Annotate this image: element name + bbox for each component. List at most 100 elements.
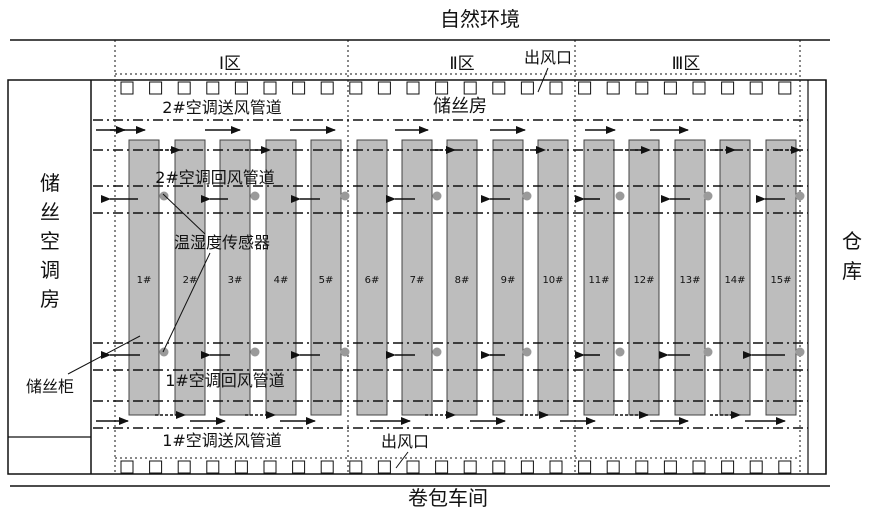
vent-square-bottom <box>606 460 620 474</box>
vent-square-top <box>520 81 534 95</box>
vent-square-top <box>692 81 706 95</box>
vent-square-bottom <box>663 460 677 474</box>
vent-square-top <box>635 81 649 95</box>
cabinet-label: 储丝柜 <box>26 377 74 396</box>
sensor-leader-lower <box>162 252 211 353</box>
outlet-label-top: 出风口 <box>524 48 572 67</box>
vent-square-top <box>549 81 563 95</box>
vent-square-top <box>778 81 792 95</box>
vent-square-bottom <box>520 460 534 474</box>
sensor-dot <box>340 347 350 357</box>
duct-label-return-2: 2#空调回风管道 <box>155 168 275 187</box>
cabinet-number-label: 4# <box>274 275 289 286</box>
duct-label-supply-1: 1#空调送风管道 <box>162 431 282 450</box>
vent-square-bottom <box>721 460 735 474</box>
sensor-dot <box>250 347 260 357</box>
vent-square-bottom <box>406 460 420 474</box>
vent-square-top <box>606 81 620 95</box>
duct-label-supply-2: 2#空调送风管道 <box>162 98 282 117</box>
right-room-char-1: 仓 <box>842 229 862 253</box>
sensor-dot <box>703 191 713 201</box>
vent-square-bottom <box>292 460 306 474</box>
vent-square-bottom <box>635 460 649 474</box>
cabinet-number-label: 8# <box>455 275 470 286</box>
vent-square-top <box>406 81 420 95</box>
sensor-leader-upper <box>162 193 206 235</box>
cabinet-number-label: 12# <box>633 275 654 286</box>
sensor-dot <box>522 191 532 201</box>
vent-square-bottom <box>320 460 334 474</box>
vent-square-bottom <box>263 460 277 474</box>
sensor-dot <box>615 191 625 201</box>
vent-square-bottom <box>435 460 449 474</box>
zone-label-3: Ⅲ区 <box>672 54 701 74</box>
vent-square-bottom <box>377 460 391 474</box>
vent-square-bottom <box>120 460 134 474</box>
sensor-dot <box>432 191 442 201</box>
right-room-char-2: 库 <box>842 259 862 283</box>
duct-lines <box>93 119 808 429</box>
sensor-dot <box>159 347 169 357</box>
cabinet-number-label: 13# <box>679 275 700 286</box>
vent-square-top <box>663 81 677 95</box>
vent-square-top <box>749 81 763 95</box>
sensor-dot <box>432 347 442 357</box>
vent-square-top <box>234 81 248 95</box>
sensor-dot <box>522 347 532 357</box>
vent-square-top <box>177 81 191 95</box>
left-room-char-5: 房 <box>40 287 60 311</box>
zone-label-1: Ⅰ区 <box>219 54 241 74</box>
vent-square-top <box>578 81 592 95</box>
outlet-label-bottom: 出风口 <box>381 432 429 451</box>
sensor-dot <box>795 347 805 357</box>
vent-square-top <box>721 81 735 95</box>
vent-square-top <box>120 81 134 95</box>
cabinet-number-label: 7# <box>410 275 425 286</box>
airflow-arrows <box>96 126 801 425</box>
cabinet-number-label: 14# <box>724 275 745 286</box>
vent-square-bottom <box>692 460 706 474</box>
vent-square-bottom <box>578 460 592 474</box>
outlet-leader-top <box>537 67 549 93</box>
zone-label-2: Ⅱ区 <box>449 54 474 74</box>
vent-square-top <box>492 81 506 95</box>
vent-square-bottom <box>492 460 506 474</box>
outlet-leader-bottom <box>395 451 409 469</box>
cabinet-number-label: 10# <box>542 275 563 286</box>
sensor-label: 温湿度传感器 <box>174 233 270 252</box>
storage-room-label: 储丝房 <box>433 96 487 117</box>
vent-square-bottom <box>234 460 248 474</box>
sensor-dot <box>615 347 625 357</box>
cabinet-number-label: 2# <box>183 275 198 286</box>
cabinet-leader <box>67 335 141 375</box>
sensor-dot <box>159 191 169 201</box>
cabinet-number-label: 15# <box>770 275 791 286</box>
vent-square-top <box>435 81 449 95</box>
top-label-natural-environment: 自然环境 <box>440 7 520 31</box>
vent-square-top <box>320 81 334 95</box>
cabinet-number-label: 11# <box>588 275 609 286</box>
vent-square-top <box>206 81 220 95</box>
sensor-dots <box>159 191 805 357</box>
vent-square-bottom <box>549 460 563 474</box>
vents-bottom-row <box>120 460 792 474</box>
sensor-dot <box>703 347 713 357</box>
cabinet-number-label: 6# <box>365 275 380 286</box>
vent-square-top <box>463 81 477 95</box>
vent-square-bottom <box>206 460 220 474</box>
vent-square-top <box>263 81 277 95</box>
cabinet-number-label: 9# <box>501 275 516 286</box>
vent-square-top <box>377 81 391 95</box>
vent-square-bottom <box>463 460 477 474</box>
duct-label-return-1: 1#空调回风管道 <box>165 371 285 390</box>
cabinet-number-label: 5# <box>319 275 334 286</box>
vent-square-top <box>292 81 306 95</box>
vent-square-bottom <box>778 460 792 474</box>
vent-square-bottom <box>349 460 363 474</box>
cabinet-number-label: 1# <box>137 275 152 286</box>
left-room-char-2: 丝 <box>40 200 60 224</box>
vent-square-bottom <box>749 460 763 474</box>
vent-square-bottom <box>149 460 163 474</box>
